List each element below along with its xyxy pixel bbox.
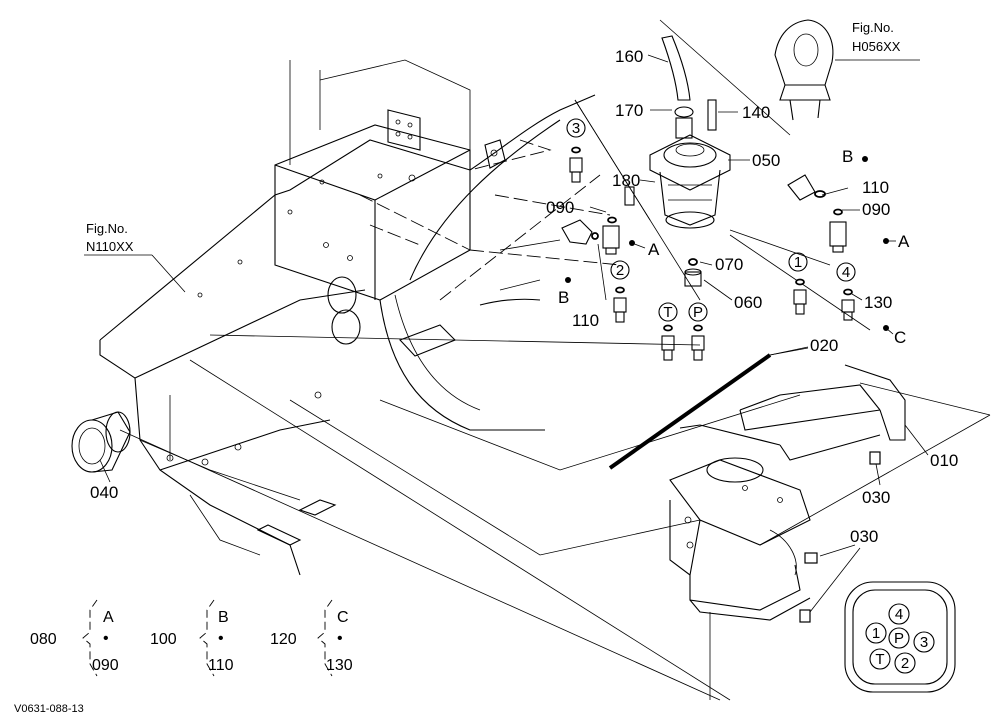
- part-180: 180: [612, 171, 640, 190]
- face-port-4: 4: [895, 606, 903, 623]
- part-020: 020: [810, 336, 838, 355]
- group-top: A: [103, 609, 114, 626]
- fig-ref-label: Fig.No.: [852, 20, 894, 35]
- part-170: 170: [615, 101, 643, 120]
- part-160: 160: [615, 47, 643, 66]
- part-010: 010: [930, 451, 958, 470]
- flange-040: [71, 411, 131, 473]
- port-labels: 3 2 1 4 T P: [566, 118, 856, 322]
- face-port-P: P: [894, 630, 904, 647]
- group-number: 120: [270, 631, 297, 648]
- part-090-right: 090: [862, 200, 890, 219]
- fig-ref-code: H056XX: [852, 39, 901, 54]
- face-port-2: 2: [901, 655, 909, 672]
- chassis-frame: [99, 59, 621, 576]
- port-label-T: T: [663, 304, 672, 321]
- inset-handle: [774, 19, 850, 121]
- part-030-lower: 030: [850, 527, 878, 546]
- fig-ref-N110XX: Fig.No. N110XX: [84, 221, 186, 293]
- part-140: 140: [742, 103, 770, 122]
- part-130: 130: [864, 293, 892, 312]
- port-label-3: 3: [572, 120, 580, 137]
- group-top: C: [337, 609, 349, 626]
- letter-B-right: B: [842, 147, 853, 166]
- group-dot: •: [337, 630, 343, 647]
- letter-A-right: A: [898, 232, 910, 251]
- part-callouts: 160 170 140 050 180 090 110 090 070 060 …: [90, 47, 958, 613]
- assembly-lines: [119, 19, 991, 701]
- group-key-100: 100 B • 110: [150, 599, 234, 677]
- drawing-id: V0631-088-13: [14, 703, 84, 715]
- letter-A-left: A: [648, 240, 660, 259]
- connector-face-ports: 4 1 P 3 T 2: [872, 606, 928, 672]
- letter-C: C: [894, 328, 906, 347]
- pilot-valve-050: [624, 35, 731, 287]
- connector-face: [844, 581, 956, 693]
- part-110-right: 110: [862, 178, 889, 197]
- group-bottom: 130: [326, 657, 353, 674]
- group-number: 100: [150, 631, 177, 648]
- rod-020: [608, 353, 772, 470]
- port-label-P: P: [693, 304, 703, 321]
- group-top: B: [218, 609, 229, 626]
- port-label-1: 1: [794, 254, 802, 271]
- bracket-010: [669, 364, 906, 623]
- hose-fittings: [561, 146, 889, 361]
- part-030-upper: 030: [862, 488, 890, 507]
- connector-letters: B A A B C: [558, 147, 910, 347]
- face-port-3: 3: [920, 634, 928, 651]
- fig-ref-code: N110XX: [86, 239, 134, 254]
- group-dot: •: [103, 630, 109, 647]
- group-key-120: 120 C • 130: [270, 599, 353, 677]
- letter-B-left: B: [558, 288, 569, 307]
- part-110-left: 110: [572, 311, 599, 330]
- part-040: 040: [90, 483, 118, 502]
- part-060: 060: [734, 293, 762, 312]
- group-bottom: 090: [92, 657, 119, 674]
- group-number: 080: [30, 631, 57, 648]
- part-070: 070: [715, 255, 743, 274]
- face-port-1: 1: [872, 625, 880, 642]
- group-key-080: 080 A • 090: [30, 599, 119, 677]
- part-050: 050: [752, 151, 780, 170]
- port-label-2: 2: [616, 262, 624, 279]
- group-dot: •: [218, 630, 224, 647]
- fig-ref-label: Fig.No.: [86, 221, 128, 236]
- group-bottom: 110: [208, 657, 234, 674]
- fig-ref-H056XX: Fig.No. H056XX: [850, 20, 920, 61]
- port-label-4: 4: [842, 264, 850, 281]
- face-port-T: T: [875, 651, 884, 668]
- part-090-left: 090: [546, 198, 574, 217]
